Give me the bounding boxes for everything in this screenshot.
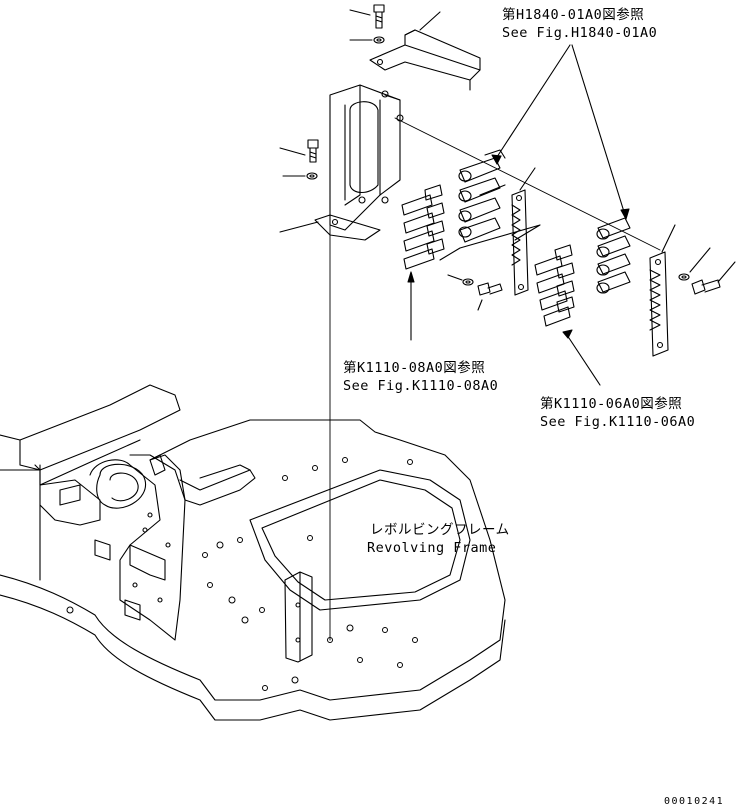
leader-top-plate [419,11,441,31]
bolt-center [447,274,503,311]
callout-k1110-08-en: See Fig.K1110-08A0 [343,378,499,394]
frame-holes [66,457,418,691]
bracket-stand [314,29,481,241]
callout-k1110-08-jp: 第K1110-08A0図参照 [343,360,486,376]
revolving-frame-plate [0,419,506,721]
callout-h1840-en: See Fig.H1840-01A0 [502,25,658,41]
left-structure [0,384,256,641]
connector-group-06a0 [534,244,601,386]
clip-bracket-right [649,224,676,357]
bolt-left [279,139,319,233]
drawing-code: 00010241 [664,796,725,807]
frame-label-jp: レボルビングフレーム [370,522,510,538]
h1840-leaders [491,44,630,220]
frame-opening [249,469,471,611]
callout-k1110-06-jp: 第K1110-06A0図参照 [540,396,683,412]
standing-plate [284,571,313,663]
clip-bracket-center [511,167,536,296]
connector-group-08a0 [401,184,445,341]
connector-group-h1840 [439,149,541,261]
callout-k1110-06-en: See Fig.K1110-06A0 [540,414,696,430]
top-clamp-plate [369,44,481,81]
alignment-line-2 [394,117,661,251]
connector-group-right [596,217,631,294]
callout-h1840-jp: 第H1840-01A0図参照 [502,7,645,23]
bolt-top [349,4,385,44]
bracket-base-plate [314,214,381,241]
frame-label-en: Revolving Frame [367,540,497,556]
bolt-right [678,247,736,295]
